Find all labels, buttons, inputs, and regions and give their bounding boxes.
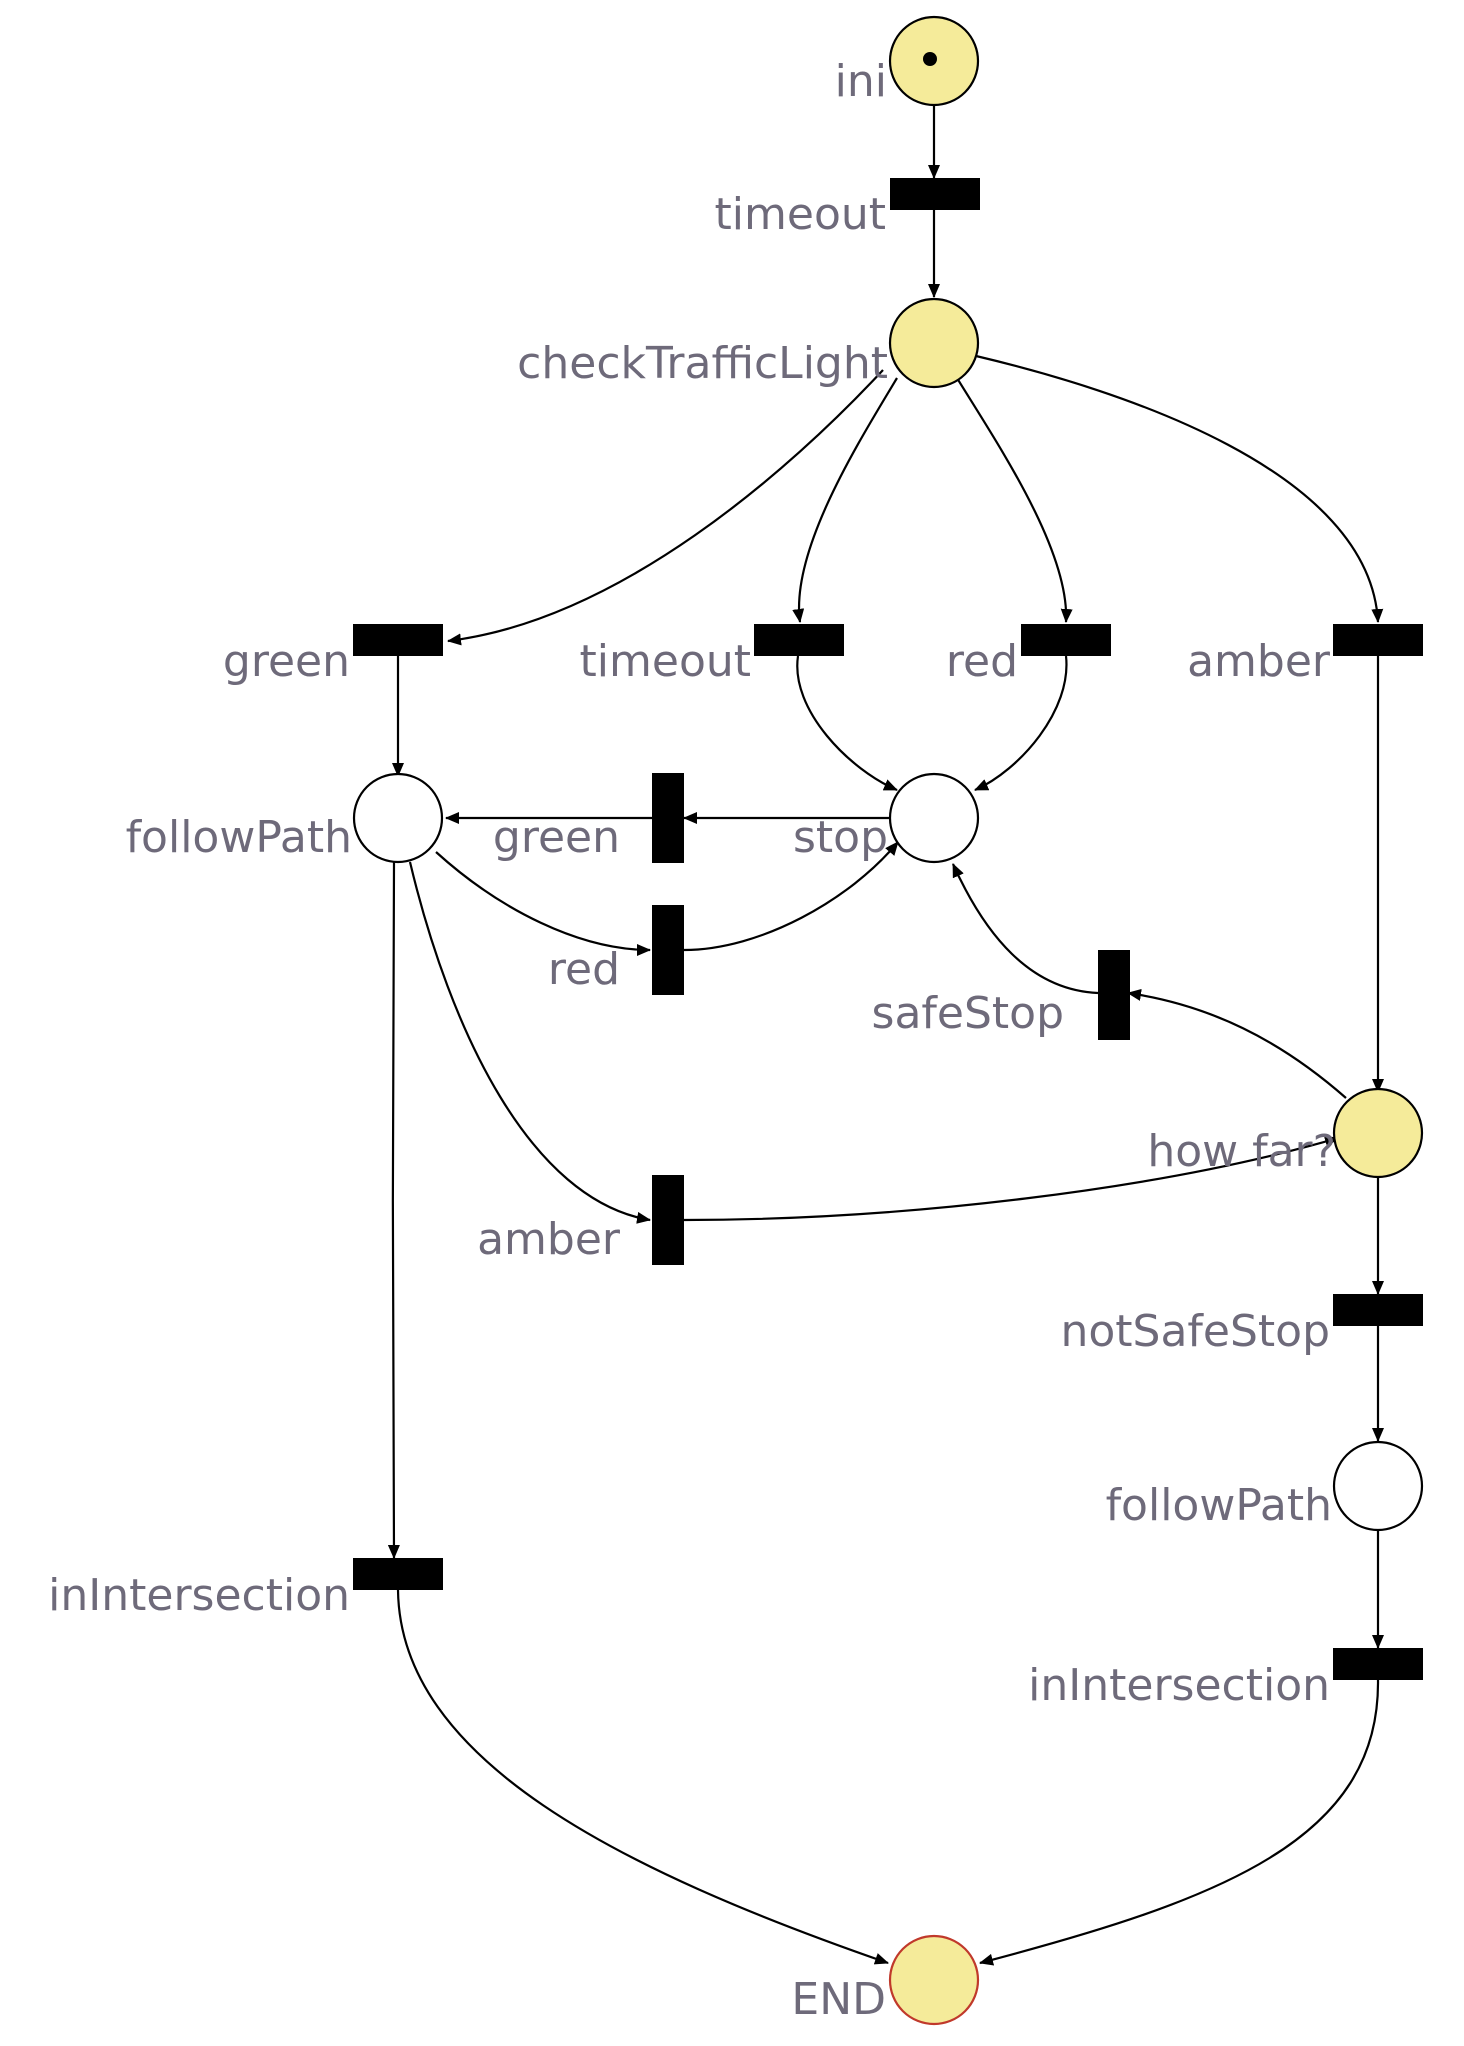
arc-safestop-to-stop [951,863,1099,995]
place-end[interactable] [888,1934,980,2026]
transition-inintersection-left[interactable] [353,1558,443,1590]
token-dot [923,52,937,66]
arc-amber-to-howfar-2 [683,1135,1339,1222]
transition-safestop[interactable] [1098,950,1130,1040]
label-red-vertical: red [548,944,620,995]
label-checktrafficlight: checkTrafficLight [517,338,888,389]
arc-howfar-to-safestop [1127,988,1347,1099]
transition-amber-top[interactable] [1333,624,1423,656]
label-amber-vertical: amber [477,1214,621,1265]
transition-green-top[interactable] [353,624,443,656]
label-followpath-right: followPath [1106,1480,1332,1531]
label-timeout-top: timeout [715,189,886,240]
arc-check-to-amber [975,354,1384,623]
label-green-top: green [223,636,350,687]
arc-red-to-stop-2 [683,841,899,952]
place-followpath-right[interactable] [1332,1440,1424,1532]
label-inintersection-left: inIntersection [48,1570,350,1621]
transition-green-vertical[interactable] [652,773,684,863]
transitions [353,178,1423,1680]
arc-check-to-green [447,369,884,646]
label-ini: ini [835,56,887,107]
label-timeout-mid: timeout [580,636,751,687]
transition-timeout-top[interactable] [890,178,980,210]
place-checktrafficlight[interactable] [888,297,980,389]
arc-check-to-red [956,377,1073,623]
transition-amber-vertical[interactable] [652,1175,684,1265]
label-end: END [791,1974,886,2025]
arc-followpath-to-red [435,851,651,956]
label-followpath-left: followPath [126,812,352,863]
arc-followpath-to-inintersection-left [387,861,400,1559]
arcs [387,106,1384,1966]
place-stop[interactable] [888,772,980,864]
transition-inintersection-right[interactable] [1333,1648,1423,1680]
label-green-vertical: green [493,812,620,863]
transition-notsafestop[interactable] [1333,1294,1423,1326]
place-howfar[interactable] [1332,1087,1424,1179]
arc-followpath-to-amber [408,861,651,1224]
arc-inintersection-left-to-end [396,1589,889,1965]
label-safestop: safeStop [872,988,1064,1039]
labels: ini timeout checkTrafficLight green time… [48,56,1336,2025]
label-inintersection-right: inIntersection [1028,1660,1330,1711]
arc-inintersection-right-to-end [979,1679,1380,1966]
arc-red-to-stop [974,655,1068,792]
transition-red-vertical[interactable] [652,905,684,995]
transition-red-top[interactable] [1021,624,1111,656]
arc-timeout-to-stop [796,655,898,792]
places [352,15,1424,2026]
label-red-top: red [946,636,1018,687]
label-notsafestop: notSafeStop [1060,1306,1330,1357]
arc-check-to-timeout [792,377,898,623]
transition-timeout-mid[interactable] [754,624,844,656]
place-followpath-left[interactable] [352,772,444,864]
label-amber-top: amber [1187,636,1331,687]
label-howfar: how far? [1147,1126,1336,1177]
label-stop: stop [793,812,888,863]
